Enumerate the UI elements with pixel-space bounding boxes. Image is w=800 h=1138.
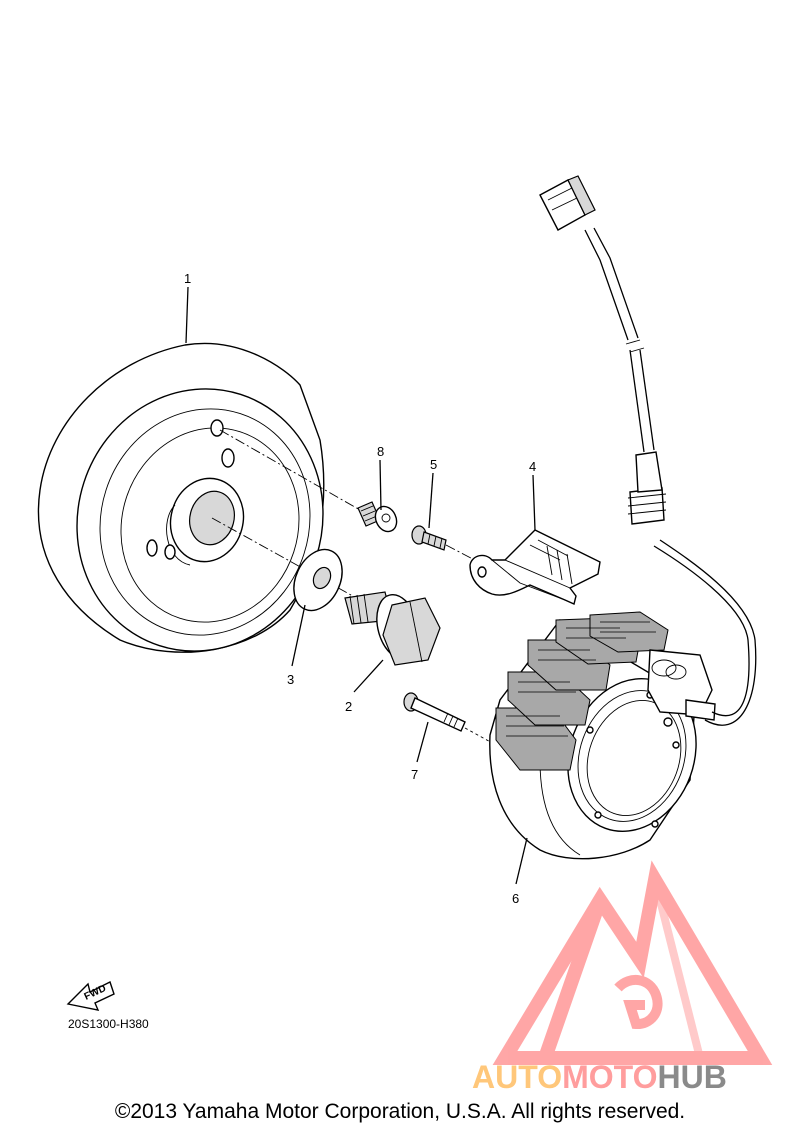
callout-5: 5 [430,457,437,472]
watermark-moto: MOTO [562,1059,657,1095]
screw-part-5 [411,525,447,551]
watermark-logo [492,860,773,1065]
bolt-part-7 [403,692,466,732]
flywheel-rotor [37,342,325,653]
callout-1: 1 [184,271,191,286]
bracket-part-4 [469,529,601,605]
leader-lines [185,286,536,885]
callout-4: 4 [529,459,536,474]
callout-6: 6 [512,891,519,906]
flange-bolt-part-2 [344,591,441,666]
callout-8: 8 [377,444,384,459]
watermark-auto: AUTO [472,1059,562,1095]
centerline-bolt-8 [219,429,361,511]
diagram-code: 20S1300-H380 [68,1017,149,1031]
watermark-triangle-icon [492,860,773,1065]
stator-assembly-part-6 [489,175,757,860]
watermark-hub: HUB [657,1059,726,1095]
forward-direction-arrow-icon: FWD [66,981,115,1011]
copyright-notice: ©2013 Yamaha Motor Corporation, U.S.A. A… [114,1100,686,1123]
watermark-wordmark: AUTOMOTOHUB [472,1059,727,1095]
callout-2: 2 [345,699,352,714]
callout-3: 3 [287,672,294,687]
callout-7: 7 [411,767,418,782]
bolt-part-8 [357,501,398,533]
